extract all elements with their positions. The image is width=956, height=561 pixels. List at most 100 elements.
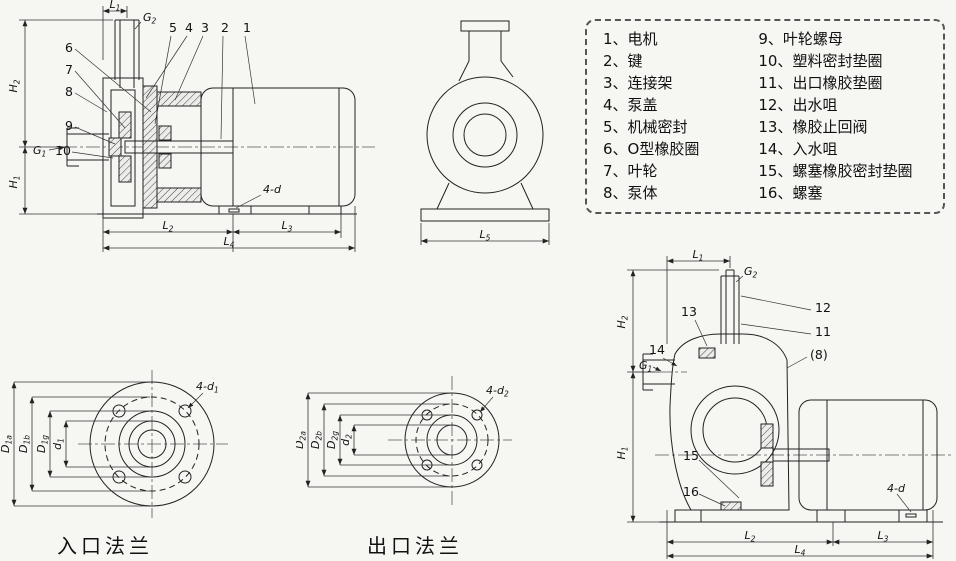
legend-item-8: 8、泵体 — [603, 183, 758, 202]
sp-dim-bottom — [666, 510, 934, 559]
legend-label: 机械密封 — [627, 117, 688, 136]
dim-label-d1: d1 — [51, 438, 66, 450]
legend-label: 出水咀 — [792, 96, 838, 115]
legend-item-15: 15、螺塞橡胶密封垫圈 — [758, 161, 937, 180]
dim-L5 — [420, 223, 550, 245]
legend-num: 9、 — [758, 30, 783, 49]
sp-dim-label-L3: L3 — [878, 529, 889, 544]
dim-label-4d: 4-d — [263, 183, 282, 196]
legend-label: 入水咀 — [792, 139, 838, 158]
outlet-flange-crosshair — [388, 376, 512, 506]
dim-label-4d1: 4-d1 — [196, 380, 219, 395]
leader-4d — [235, 194, 262, 209]
dim-label-4d2: 4-d2 — [486, 384, 509, 399]
legend-num: 11、 — [758, 74, 793, 93]
legend-column-2: 9、叶轮螺母 10、塑料密封垫圈 11、出口橡胶垫圈 12、出水咀 13、橡胶止… — [758, 29, 937, 204]
dim-label-d2: d2 — [339, 434, 354, 446]
legend-num: 12、 — [758, 96, 793, 115]
sp-leader-G1 — [652, 366, 662, 372]
sp-callout-14: 14 — [649, 342, 665, 357]
legend-label: 电机 — [627, 30, 658, 49]
dim-label-D2a: D2a — [296, 431, 308, 449]
dim-label-D1a: D1a — [0, 435, 14, 453]
callout-leaders-top — [145, 35, 256, 140]
callout-5: 5 — [169, 20, 177, 35]
legend-item-10: 10、塑料密封垫圈 — [758, 54, 937, 69]
sp-dim-H1 — [627, 371, 661, 523]
legend-item-13: 13、橡胶止回阀 — [758, 117, 937, 136]
sp-dim-label-G1: G1 — [639, 359, 652, 374]
legend-label: 叶轮螺母 — [782, 30, 843, 49]
legend-num: 8、 — [603, 183, 628, 202]
legend-num: 3、 — [603, 74, 628, 93]
dim-label-L2: L2 — [163, 219, 174, 234]
dim-label-G2: G2 — [143, 11, 157, 26]
legend-num: 7、 — [603, 161, 628, 180]
dim-label-L3: L3 — [282, 219, 293, 234]
sp-leader-4d — [896, 493, 912, 513]
dim-L1 — [102, 6, 128, 60]
leader-G1 — [48, 145, 66, 151]
dim-label-D1g: D1g — [35, 435, 50, 453]
callout-3: 3 — [201, 20, 209, 35]
legend-label: 螺塞橡胶密封垫圈 — [792, 161, 913, 180]
callout-1: 1 — [243, 20, 251, 35]
legend-item-11: 11、出口橡胶垫圈 — [758, 76, 937, 91]
legend-item-6: 6、O型橡胶圈 — [603, 141, 758, 157]
dim-bottom — [102, 206, 356, 252]
legend-item-3: 3、连接架 — [603, 76, 758, 91]
outlet-flange-dims — [305, 392, 450, 488]
sp-dim-label-L2: L2 — [745, 529, 756, 544]
legend-item-5: 5、机械密封 — [603, 117, 758, 136]
dim-label-D2b: D2b — [309, 431, 324, 449]
legend-num: 1、 — [603, 30, 628, 49]
sp-callout-11: 11 — [815, 324, 831, 339]
dim-label-L5: L5 — [480, 228, 491, 243]
sp-motor-outline — [659, 399, 943, 523]
callout-6: 6 — [65, 40, 73, 55]
legend-num: 16、 — [758, 183, 793, 202]
legend-item-9: 9、叶轮螺母 — [758, 32, 937, 47]
legend-num: 5、 — [603, 117, 628, 136]
sp-outlet-pipe — [720, 269, 740, 344]
legend-item-12: 12、出水咀 — [758, 98, 937, 113]
legend-item-16: 16、螺塞 — [758, 183, 937, 202]
dim-label-G1: G1 — [33, 144, 46, 159]
legend-label: 螺塞 — [792, 183, 823, 202]
dim-label-D2g: D2g — [325, 431, 340, 449]
outlet-pipe — [114, 19, 140, 88]
legend-item-1: 1、电机 — [603, 32, 758, 47]
sp-dim-label-4d: 4-d — [887, 482, 906, 495]
legend-label: 键 — [627, 52, 643, 71]
sp-dim-label-L1: L1 — [693, 248, 704, 263]
dim-label-L1: L1 — [110, 0, 121, 13]
front-view: L5 — [420, 20, 550, 245]
leader-G2 — [134, 21, 142, 30]
sp-dim-label-H2: H2 — [615, 315, 630, 328]
callout-8: 8 — [65, 84, 73, 99]
sp-leader-G2 — [735, 275, 744, 283]
inlet-flange-view: D1a D1b D1g d1 4-d1 — [0, 370, 228, 518]
parts-legend: 1、电机 2、键 3、连接架 4、泵盖 5、机械密封 6、O型橡胶圈 7、叶轮 … — [585, 19, 945, 214]
sp-callout-leaders — [662, 295, 812, 507]
sp-dim-label-L4: L4 — [795, 543, 806, 558]
front-view-body — [420, 20, 550, 222]
inlet-flange-circles — [89, 381, 215, 507]
dim-label-H2: H2 — [7, 79, 22, 92]
legend-num: 13、 — [758, 117, 793, 136]
legend-label: 泵盖 — [627, 96, 658, 115]
sp-callout-13: 13 — [681, 304, 697, 319]
legend-num: 10、 — [758, 52, 793, 71]
legend-label: 泵体 — [627, 183, 658, 202]
motor-outline — [97, 87, 357, 215]
legend-label: 橡胶止回阀 — [792, 117, 868, 136]
sp-callout-8: (8) — [810, 347, 828, 362]
outlet-flange-view: D2a D2b D2g d2 4-d2 — [296, 376, 512, 506]
legend-item-14: 14、入水咀 — [758, 139, 937, 158]
legend-num: 2、 — [603, 52, 628, 71]
sp-callout-15: 15 — [683, 448, 699, 463]
main-section-view: L1 G2 H2 H1 G1 5 4 3 2 1 — [7, 0, 375, 252]
callout-2: 2 — [221, 20, 229, 35]
callout-7: 7 — [65, 62, 73, 77]
